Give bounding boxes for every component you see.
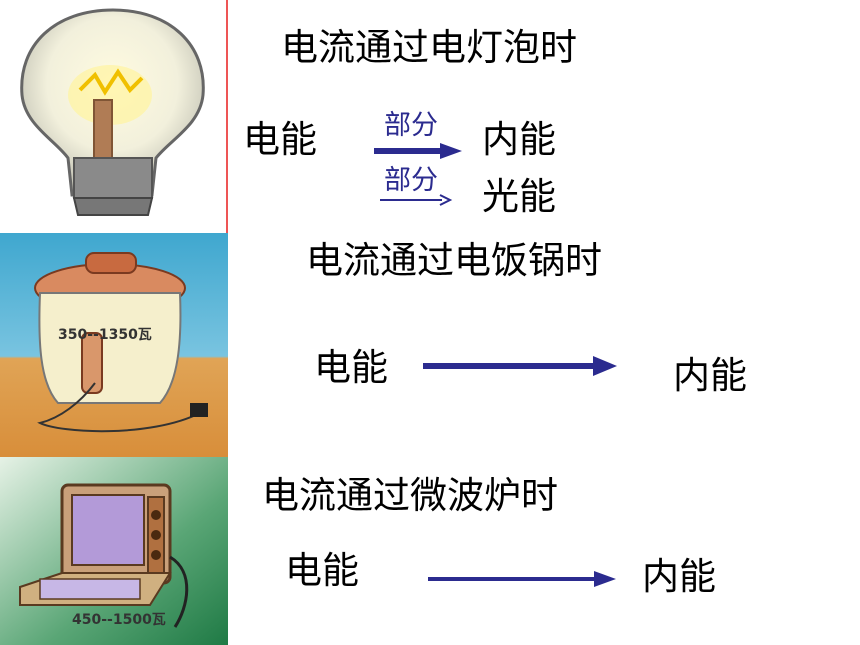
bulb-target-thermal: 内能 [482,118,556,161]
light-bulb-icon [20,8,205,216]
light-bulb-panel [0,0,228,233]
cooker-arrow [423,356,617,376]
cooker-target-energy: 内能 [673,354,747,397]
microwave-source-energy: 电能 [285,549,359,592]
microwave-heading: 电流通过微波炉时 [262,474,558,517]
cooker-source-energy: 电能 [314,346,388,389]
cooker-power-label: 350--1350瓦 [58,327,152,343]
rice-cooker-panel: 350--1350瓦 [0,233,228,457]
rice-cooker-icon [0,233,228,457]
cooker-heading: 电流通过电饭锅时 [306,239,602,282]
microwave-panel: 450--1500瓦 [0,457,228,645]
bulb-heading: 电流通过电灯泡时 [281,26,577,69]
microwave-power-label: 450--1500瓦 [72,612,166,628]
bulb-arrow-light [380,194,453,206]
microwave-arrow [428,571,616,587]
bulb-arrow2-label: 部分 [384,165,438,196]
bulb-source-energy: 电能 [243,118,317,161]
divider-line [226,0,228,233]
bulb-target-light: 光能 [482,175,556,218]
bulb-arrow1-label: 部分 [384,110,438,141]
bulb-arrow-thermal [374,143,462,159]
microwave-target-energy: 内能 [642,555,716,598]
microwave-icon [0,457,228,645]
